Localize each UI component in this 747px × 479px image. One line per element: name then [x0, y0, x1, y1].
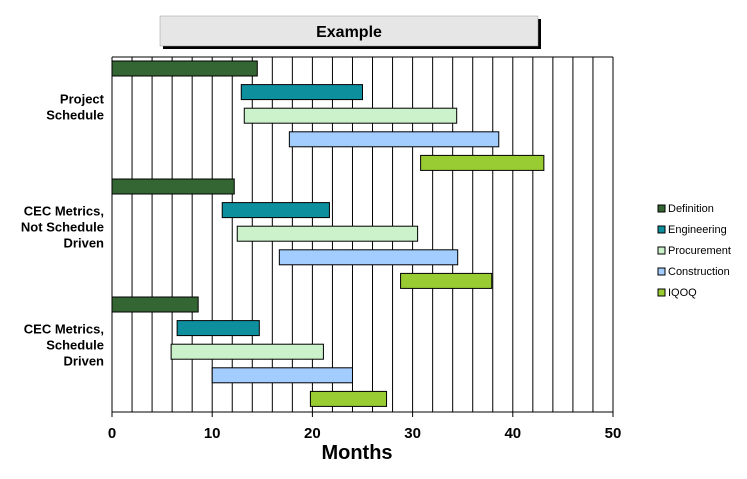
bars: [111, 60, 545, 407]
legend-label: Procurement: [668, 245, 731, 257]
bar-construction: [211, 367, 353, 384]
category-label: Not Schedule: [21, 219, 104, 234]
x-tick-label: 0: [108, 425, 116, 442]
bar-definition: [111, 178, 235, 195]
title-box: Example: [159, 15, 541, 49]
legend-label: Definition: [668, 203, 714, 215]
category-label: Schedule: [46, 337, 104, 352]
title-box-fill: [159, 15, 539, 47]
category-label: Driven: [64, 235, 105, 250]
bar-engineering: [221, 202, 330, 219]
bar-procurement: [170, 343, 324, 360]
bar-construction: [288, 131, 500, 148]
x-axis-title: Months: [321, 442, 392, 464]
bar-procurement: [236, 225, 419, 242]
x-tick-label: 50: [605, 425, 622, 442]
legend-swatch: [657, 288, 666, 297]
bar-iqoq: [400, 272, 493, 289]
bar-construction: [278, 249, 459, 266]
legend-swatch: [657, 204, 666, 213]
x-tick-label: 30: [404, 425, 421, 442]
bar-engineering: [240, 84, 363, 101]
legend-label: Engineering: [668, 224, 727, 236]
legend-label: IQOQ: [668, 287, 697, 299]
bar-iqoq: [309, 390, 388, 407]
legend-swatch: [657, 267, 666, 276]
x-tick-label: 10: [204, 425, 221, 442]
legend-swatch: [657, 246, 666, 255]
bar-definition: [111, 296, 199, 313]
legend-label: Construction: [668, 266, 730, 278]
legend: DefinitionEngineeringProcurementConstruc…: [657, 203, 731, 299]
category-label: CEC Metrics,: [24, 203, 104, 218]
bar-engineering: [176, 320, 260, 337]
category-label: Driven: [64, 353, 105, 368]
bar-procurement: [243, 107, 458, 124]
x-tick-label: 20: [304, 425, 321, 442]
x-tick-label: 40: [504, 425, 521, 442]
category-label: Project: [60, 91, 105, 106]
category-label: Schedule: [46, 107, 104, 122]
bar-definition: [111, 60, 258, 77]
x-axis: 0 10 20 30 40 50: [108, 411, 622, 442]
category-label: CEC Metrics,: [24, 321, 104, 336]
legend-swatch: [657, 225, 666, 234]
chart-title: Example: [316, 24, 382, 41]
bar-iqoq: [420, 154, 545, 171]
